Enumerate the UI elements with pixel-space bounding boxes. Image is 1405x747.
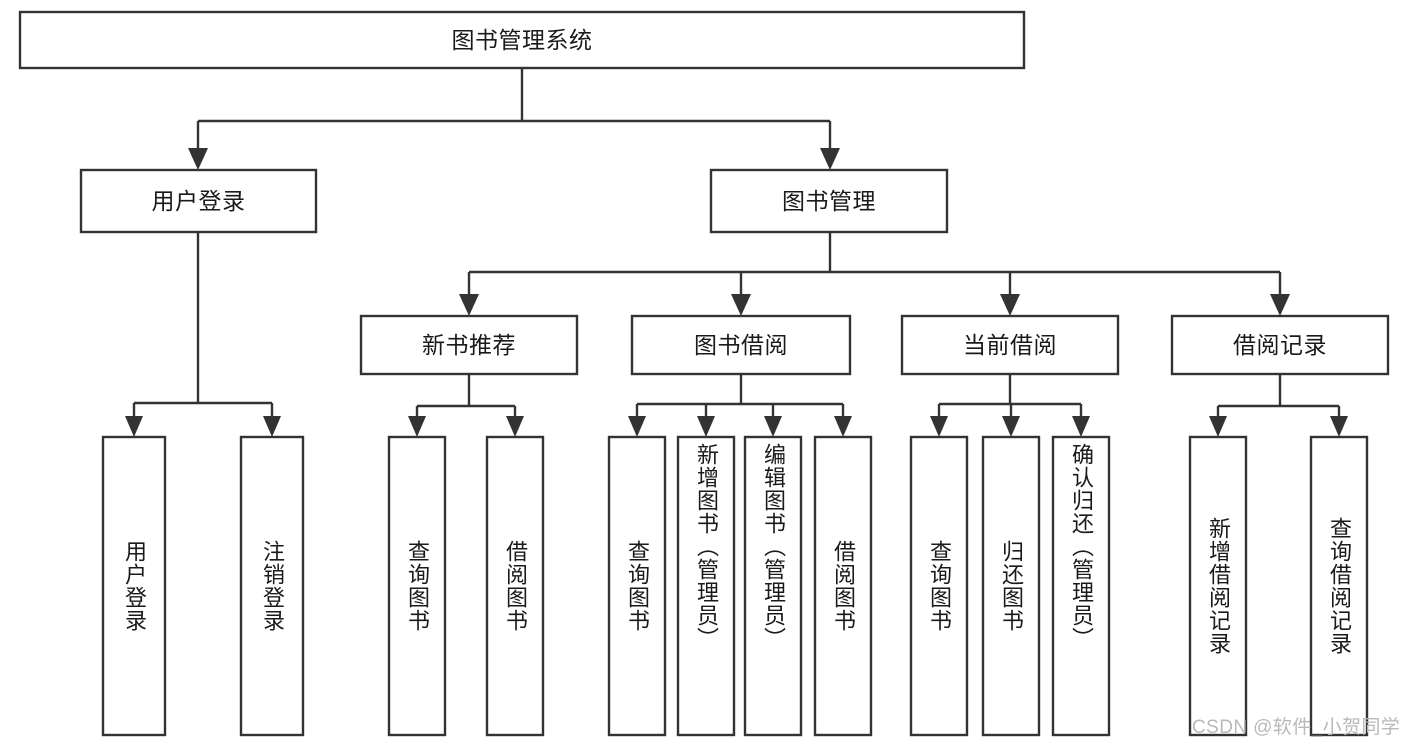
- node-box-borrow-records[interactable]: [1170, 314, 1390, 376]
- arrowhead-leaf-logout-login: [263, 416, 281, 437]
- arrowhead-leaf-query-books-current: [930, 416, 948, 437]
- arrowhead-leaf-query-books-borrow: [628, 416, 646, 437]
- connector-group-user-login: [125, 232, 281, 437]
- node-box-leaf-user-login[interactable]: [101, 435, 167, 737]
- node-box-leaf-query-books-recommend[interactable]: [387, 435, 447, 737]
- arrowhead-leaf-borrow-books: [834, 416, 852, 437]
- arrowhead-book-borrow: [731, 294, 751, 316]
- node-box-book-management[interactable]: [709, 168, 949, 234]
- node-box-leaf-confirm-return-admin[interactable]: [1051, 435, 1111, 737]
- arrowhead-leaf-add-book-admin: [697, 416, 715, 437]
- node-box-leaf-add-book-admin[interactable]: [676, 435, 736, 737]
- node-box-leaf-return-books[interactable]: [981, 435, 1041, 737]
- arrowhead-current-borrow: [1000, 294, 1020, 316]
- arrowhead-leaf-query-borrow-record: [1330, 416, 1348, 437]
- connector-group-current-borrow: [930, 374, 1090, 437]
- node-box-leaf-edit-book-admin[interactable]: [743, 435, 803, 737]
- node-box-current-borrow[interactable]: [900, 314, 1120, 376]
- node-box-leaf-borrow-books[interactable]: [813, 435, 873, 737]
- arrowhead-book-management: [820, 148, 840, 170]
- node-box-leaf-logout-login[interactable]: [239, 435, 305, 737]
- connector-group-book-borrow: [628, 374, 852, 437]
- arrowhead-leaf-edit-book-admin: [764, 416, 782, 437]
- node-box-root[interactable]: [18, 10, 1026, 70]
- arrowhead-leaf-borrow-books-recommend: [506, 416, 524, 437]
- node-boxes: [18, 10, 1390, 737]
- node-box-leaf-query-books-current[interactable]: [909, 435, 969, 737]
- node-box-leaf-query-books-borrow[interactable]: [607, 435, 667, 737]
- arrowhead-leaf-confirm-return-admin: [1072, 416, 1090, 437]
- node-box-book-borrow[interactable]: [630, 314, 852, 376]
- arrowhead-new-book-recommend: [459, 294, 479, 316]
- connector-group-new-book-recommend: [408, 374, 524, 437]
- arrowhead-leaf-query-books-recommend: [408, 416, 426, 437]
- connector-group-book-management: [459, 232, 1290, 316]
- node-box-new-book-recommend[interactable]: [359, 314, 579, 376]
- node-box-user-login[interactable]: [79, 168, 318, 234]
- csdn-watermark: CSDN @软件_小贺同学: [1192, 717, 1401, 738]
- arrowhead-borrow-records: [1270, 294, 1290, 316]
- node-box-leaf-add-borrow-record[interactable]: [1188, 435, 1248, 737]
- arrowhead-leaf-user-login: [125, 416, 143, 437]
- node-box-leaf-borrow-books-recommend[interactable]: [485, 435, 545, 737]
- connector-group-root: [188, 68, 840, 170]
- node-box-leaf-query-borrow-record[interactable]: [1309, 435, 1369, 737]
- connector-group-borrow-records: [1209, 374, 1348, 437]
- arrowhead-leaf-add-borrow-record: [1209, 416, 1227, 437]
- arrowhead-user-login: [188, 148, 208, 170]
- arrowhead-leaf-return-books: [1002, 416, 1020, 437]
